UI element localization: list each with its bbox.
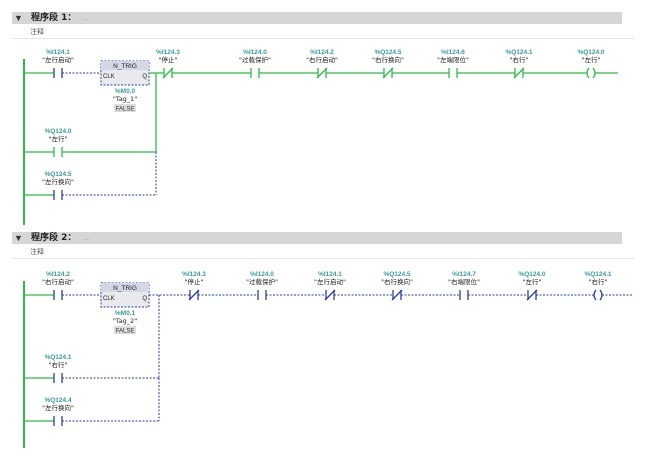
coil-address: %Q124.1 xyxy=(584,271,611,278)
box-pin-clk: CLK xyxy=(103,74,115,80)
operand-address: %I124.0 xyxy=(243,49,267,56)
operand-address: %Q124.1 xyxy=(505,49,532,56)
operand-address: %I124.1 xyxy=(318,271,342,278)
coil-left-arc xyxy=(593,289,597,301)
collapse-arrow-icon[interactable]: ▼ xyxy=(14,233,23,243)
branch-contact-2[interactable] xyxy=(53,416,63,426)
n-trig-box-title: N_TRIG xyxy=(113,285,137,292)
contact-3[interactable] xyxy=(257,290,267,300)
operand-symbol: "右行" xyxy=(49,360,68,369)
operand-address: %I124.2 xyxy=(46,271,70,278)
operand-address: %I124.7 xyxy=(452,271,476,278)
operand-address: %I124.1 xyxy=(46,49,70,56)
contact-7[interactable] xyxy=(526,289,538,301)
contact-slash xyxy=(513,67,525,79)
coil-right-arc xyxy=(599,289,603,301)
operand-symbol: "左端限位" xyxy=(437,55,469,64)
contact-6[interactable] xyxy=(459,290,469,300)
box-instance-address: %M0.1 xyxy=(115,310,136,317)
network-title-extra: .... xyxy=(82,233,91,242)
operand-address: %Q124.5 xyxy=(383,271,410,278)
n-trig-box-title: N_TRIG xyxy=(113,63,137,70)
operand-address: %I124.2 xyxy=(310,49,334,56)
operand-address: %Q124.5 xyxy=(44,171,71,178)
box-pin-q: Q xyxy=(142,296,147,302)
operand-symbol: "左行" xyxy=(523,277,542,286)
contact-4[interactable] xyxy=(324,289,336,301)
contact-slash xyxy=(162,67,174,79)
comment-divider xyxy=(12,258,634,259)
box-state-badge: FALSE xyxy=(116,107,135,113)
coil-address: %Q124.0 xyxy=(577,49,604,56)
coil-symbol: "右行" xyxy=(589,277,608,286)
operand-symbol: "右行换向" xyxy=(372,55,404,64)
false-badge-bg xyxy=(114,326,136,334)
operand-symbol: "右行启动" xyxy=(42,277,74,286)
branch-contact-1[interactable] xyxy=(53,373,63,383)
operand-symbol: "过载保护" xyxy=(246,277,278,286)
box-pin-q: Q xyxy=(142,74,147,80)
operand-address: %Q124.0 xyxy=(44,128,71,135)
operand-address: %Q124.0 xyxy=(518,271,545,278)
network-comment[interactable]: 注释 xyxy=(30,248,44,256)
box-instance-tag: "Tag_1" xyxy=(113,95,137,103)
operand-symbol: "左行启动" xyxy=(42,55,74,64)
contact-slash xyxy=(382,67,394,79)
contact-5[interactable] xyxy=(391,289,403,301)
network-header[interactable]: ▼ 程序段 1： .... xyxy=(12,12,622,24)
output-coil[interactable] xyxy=(593,289,603,301)
box-pin-clk: CLK xyxy=(103,296,115,302)
operand-symbol: "左行" xyxy=(49,134,68,143)
operand-address: %I124.0 xyxy=(250,271,274,278)
contact-slash xyxy=(188,289,200,301)
contact-2[interactable] xyxy=(188,289,200,301)
contact-slash xyxy=(391,289,403,301)
contact-1[interactable] xyxy=(53,290,63,300)
comment-divider xyxy=(12,38,634,39)
collapse-arrow-icon[interactable]: ▼ xyxy=(14,13,23,23)
operand-address: %I124.3 xyxy=(182,271,206,278)
coil-left-arc xyxy=(586,67,590,79)
operand-symbol: "过载保护" xyxy=(239,55,271,64)
network-title: 程序段 1： xyxy=(31,13,77,23)
network-title-extra: .... xyxy=(82,13,91,22)
operand-address: %Q124.1 xyxy=(44,354,71,361)
operand-symbol: "右端限位" xyxy=(448,277,480,286)
network-title: 程序段 2： xyxy=(31,233,77,243)
n-trig-box-titlebar xyxy=(101,61,149,70)
box-state-badge: FALSE xyxy=(116,329,135,335)
contact-slash xyxy=(316,67,328,79)
operand-symbol: "停止" xyxy=(185,277,204,286)
coil-symbol: "左行" xyxy=(582,55,601,64)
ladder-rung: %I124.1"左行启动" N_TRIG CLK Q %M0.0"Tag_1" FALSE… xyxy=(23,49,618,225)
operand-address: %I124.6 xyxy=(441,49,465,56)
network-comment[interactable]: 注释 xyxy=(30,28,44,36)
contact-slash xyxy=(526,289,538,301)
operand-symbol: "左行启动" xyxy=(314,277,346,286)
operand-address: %I124.3 xyxy=(156,49,180,56)
operand-address: %Q124.5 xyxy=(374,49,401,56)
operand-symbol: "右行" xyxy=(510,55,529,64)
box-instance-address: %M0.0 xyxy=(115,88,136,95)
operand-symbol: "停止" xyxy=(159,55,178,64)
contact-slash xyxy=(324,289,336,301)
operand-symbol: "左行换向" xyxy=(42,403,74,412)
operand-symbol: "左行换向" xyxy=(42,177,74,186)
operand-symbol: "右行换向" xyxy=(381,277,413,286)
false-badge-bg xyxy=(114,104,136,112)
operand-address: %Q124.4 xyxy=(44,397,71,404)
network-header[interactable]: ▼ 程序段 2： .... xyxy=(12,232,622,244)
n-trig-box-titlebar xyxy=(101,283,149,292)
box-instance-tag: "Tag_2" xyxy=(113,317,137,325)
operand-symbol: "右行启动" xyxy=(306,55,338,64)
